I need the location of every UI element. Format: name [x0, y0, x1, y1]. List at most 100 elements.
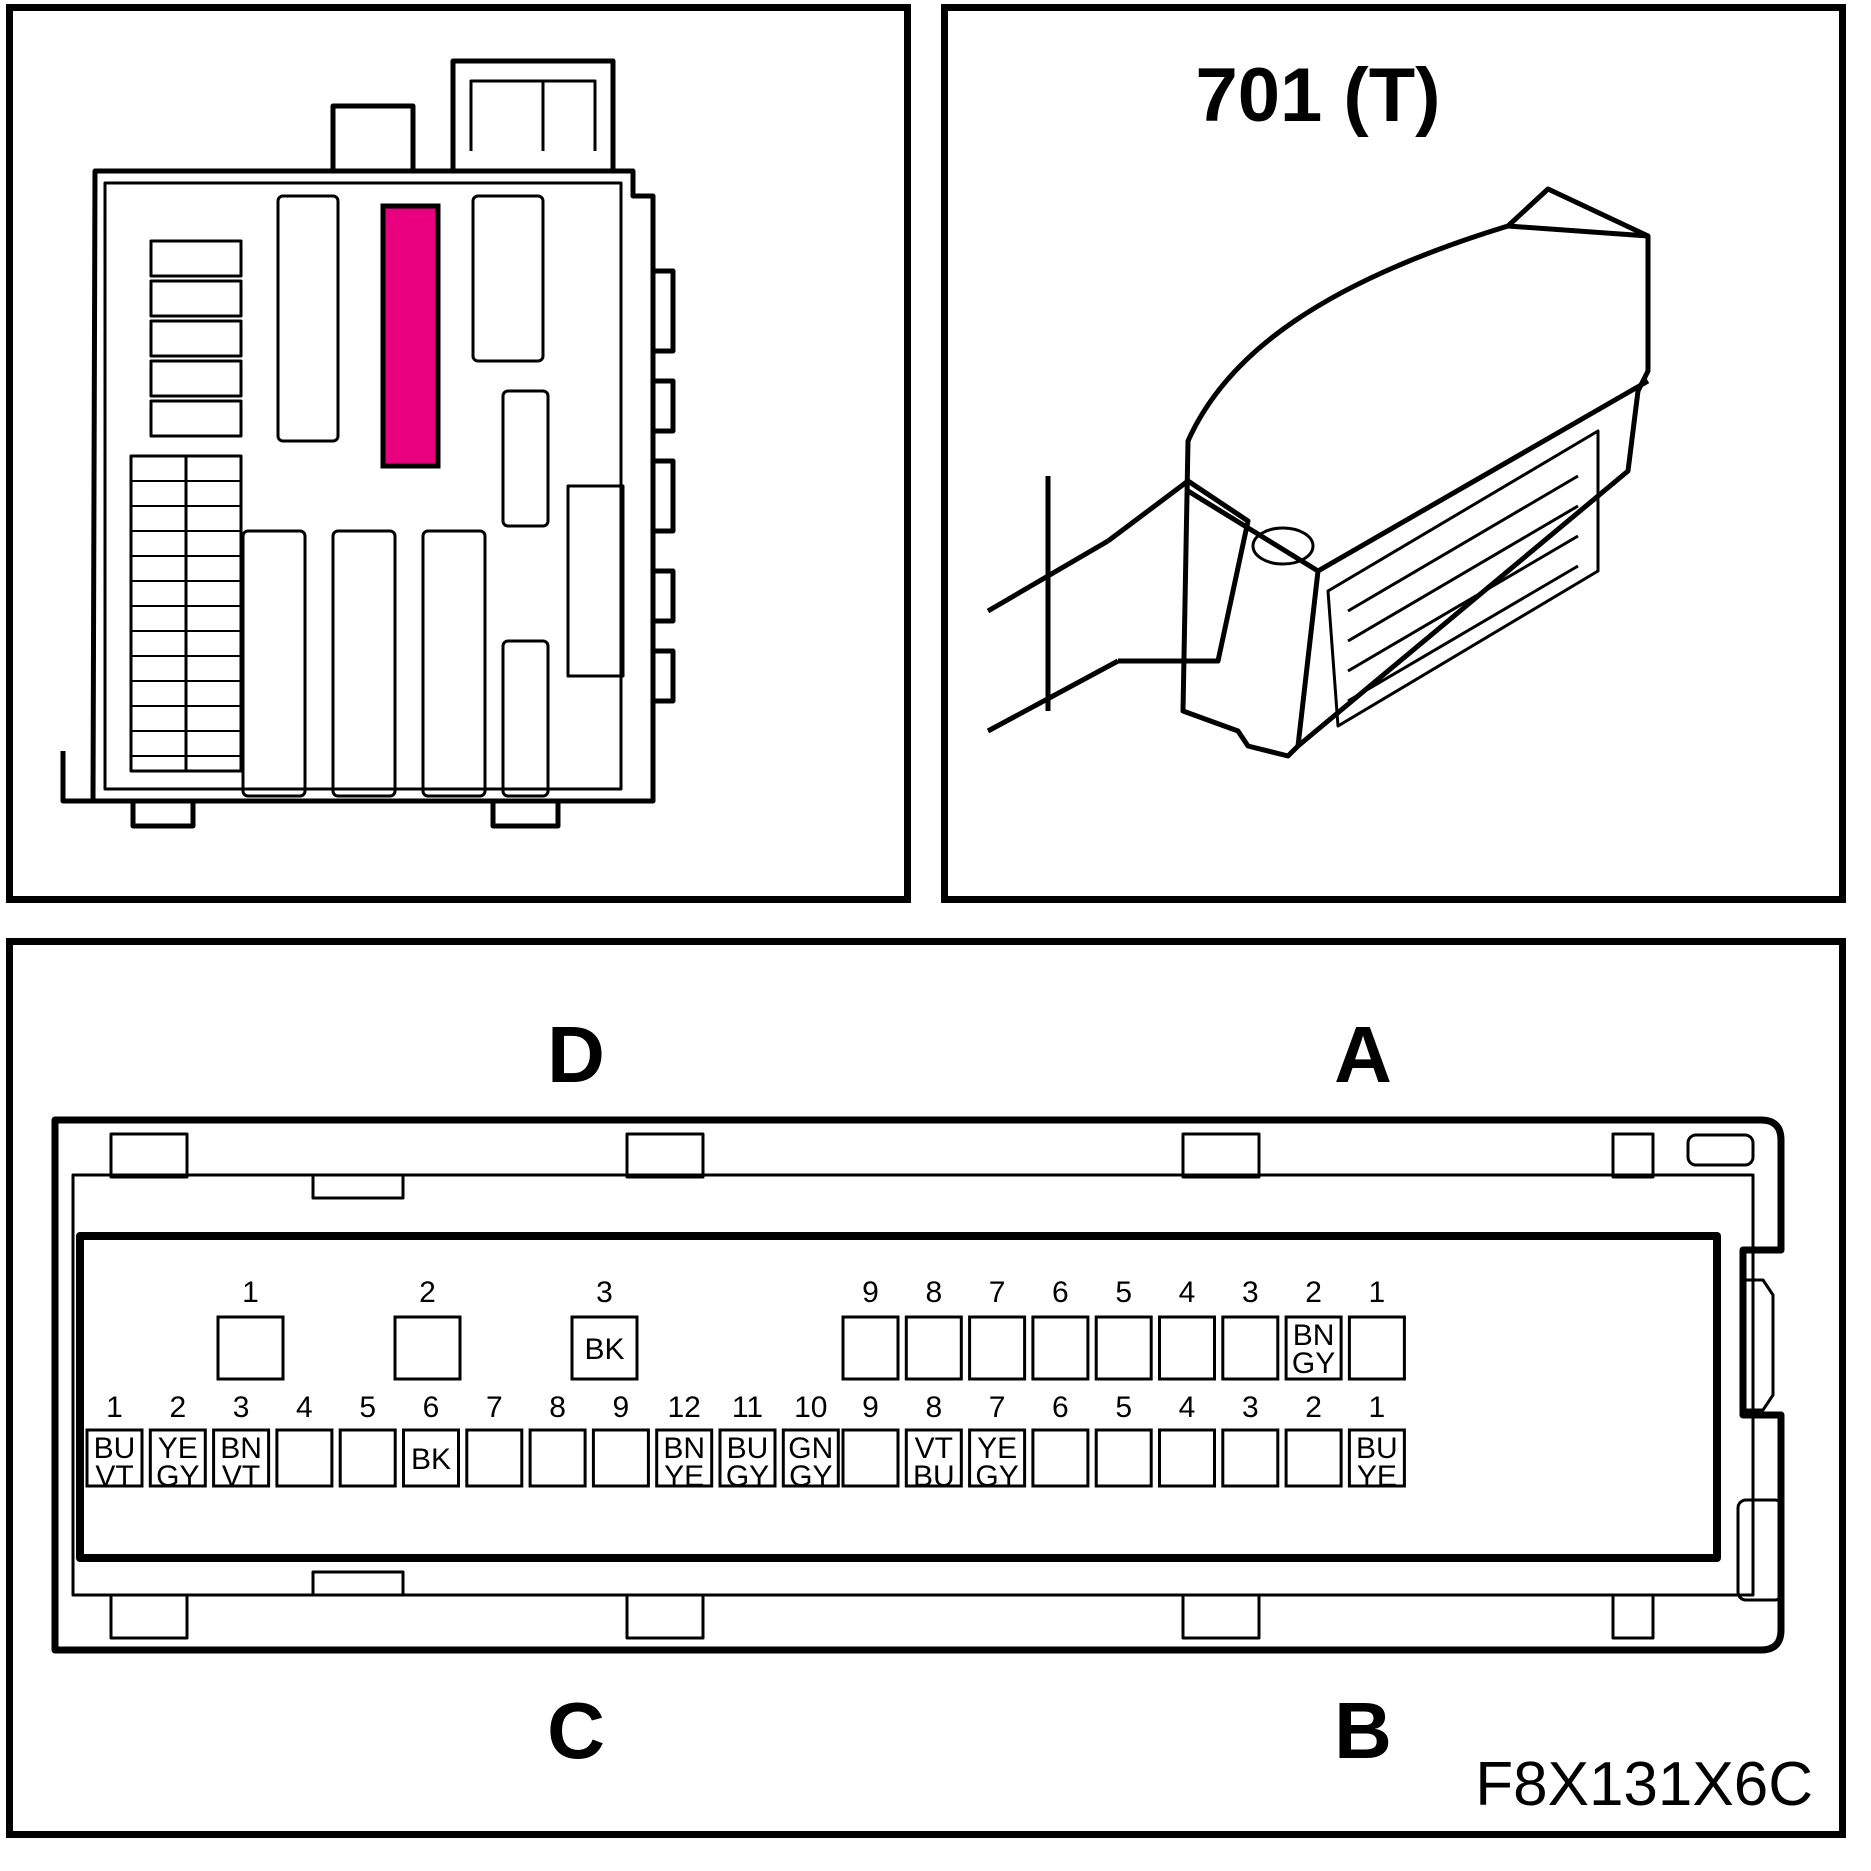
pin-c-11-wire-color-2: GY: [726, 1460, 769, 1493]
side-label-a: A: [1334, 1010, 1392, 1099]
pin-d-3-box: [570, 1315, 639, 1381]
pin-b-5-number: 5: [1115, 1391, 1132, 1424]
pin-c-2-box: [148, 1428, 207, 1488]
pin-c-8: 8: [528, 1391, 587, 1488]
connector-view-panel: 701 (T): [941, 4, 1846, 903]
pin-b-1-number: 1: [1369, 1391, 1386, 1424]
pin-a-8-number: 8: [925, 1276, 942, 1309]
pin-c-10-number: 10: [794, 1391, 827, 1424]
pin-c-6: 6BK: [402, 1391, 460, 1488]
pin-b-8-box: [904, 1428, 963, 1488]
top-tab-right: [450, 58, 616, 171]
fusebox-locator-panel: [6, 4, 911, 903]
pin-a-9-box: [841, 1315, 900, 1381]
pin-c-9-box: [591, 1428, 650, 1488]
pin-c-7-number: 7: [486, 1391, 503, 1424]
pin-a-2-wire-color-2: GY: [1292, 1347, 1335, 1380]
pin-b-7-wire-color-1: YE: [977, 1432, 1017, 1465]
pin-b-6-number: 6: [1052, 1391, 1069, 1424]
pin-a-7-box: [968, 1315, 1027, 1381]
pin-b-8-wire-color-1: VT: [915, 1432, 953, 1465]
pin-b-2-number: 2: [1305, 1391, 1322, 1424]
pin-c-6-wire-color: BK: [411, 1443, 451, 1476]
pin-d-1-box: [216, 1315, 285, 1381]
pin-d-2: 2: [393, 1276, 462, 1381]
pin-b-9: 9: [841, 1391, 900, 1488]
pin-b-4-box: [1158, 1428, 1216, 1488]
pin-b-8-number: 8: [925, 1391, 942, 1424]
pin-b-2-box: [1284, 1428, 1343, 1488]
pin-a-1: 1: [1347, 1276, 1406, 1381]
pin-c-3-wire-color-2: VT: [222, 1460, 260, 1493]
pin-c-4-number: 4: [296, 1391, 313, 1424]
pin-a-5-number: 5: [1115, 1276, 1132, 1309]
pin-c-6-number: 6: [423, 1391, 440, 1424]
pin-c-12-box: [655, 1428, 714, 1488]
pin-c-5: 5: [338, 1391, 397, 1488]
pin-c-5-number: 5: [359, 1391, 376, 1424]
pin-a-3: 3: [1221, 1276, 1280, 1381]
pin-b-3-box: [1221, 1428, 1280, 1488]
pin-a-4-box: [1158, 1315, 1216, 1381]
pin-b-1-wire-color-2: YE: [1357, 1460, 1397, 1493]
pin-a-6-box: [1031, 1315, 1090, 1381]
pin-a-4: 4: [1158, 1276, 1216, 1381]
figure-id: F8X131X6C: [1475, 1750, 1813, 1819]
pin-a-7: 7: [968, 1276, 1027, 1381]
pin-d-3-number: 3: [596, 1276, 613, 1309]
pin-d-3-wire-color: BK: [584, 1333, 624, 1366]
connector-title: 701 (T): [1196, 53, 1441, 138]
pin-a-9: 9: [841, 1276, 900, 1381]
pin-a-8: 8: [904, 1276, 963, 1381]
pin-a-8-box: [904, 1315, 963, 1381]
pin-b-7-number: 7: [989, 1391, 1006, 1424]
pin-d-1: 1: [216, 1276, 285, 1381]
highlighted-connector-location: [380, 203, 441, 469]
pin-c-9: 9: [591, 1391, 650, 1488]
pin-c-3-number: 3: [233, 1391, 250, 1424]
pin-c-3-wire-color-1: BN: [220, 1432, 262, 1465]
pin-c-12-number: 12: [668, 1391, 701, 1424]
pin-a-2-box: [1284, 1315, 1343, 1381]
pin-a-9-number: 9: [862, 1276, 879, 1309]
connector-body-outline: [986, 186, 1651, 759]
pin-c-10-box: [781, 1428, 840, 1488]
pin-a-5-box: [1094, 1315, 1153, 1381]
pin-c-11-box: [718, 1428, 777, 1488]
pin-a-3-box: [1221, 1315, 1280, 1381]
side-label-d: D: [547, 1010, 605, 1099]
pin-a-3-number: 3: [1242, 1276, 1259, 1309]
pin-c-1-wire-color-1: BU: [94, 1432, 136, 1465]
pin-d-2-box: [393, 1315, 462, 1381]
pin-d-1-number: 1: [242, 1276, 259, 1309]
pin-b-2: 2: [1284, 1391, 1343, 1488]
pin-b-3: 3: [1221, 1391, 1280, 1488]
pin-b-9-number: 9: [862, 1391, 879, 1424]
pin-a-2-wire-color-1: BN: [1293, 1319, 1335, 1352]
pin-c-7: 7: [465, 1391, 524, 1488]
pin-a-1-box: [1347, 1315, 1406, 1381]
pin-c-8-box: [528, 1428, 587, 1488]
pin-c-10-wire-color-2: GY: [789, 1460, 832, 1493]
pin-a-5: 5: [1094, 1276, 1153, 1381]
pin-c-2-number: 2: [169, 1391, 186, 1424]
pin-c-1-number: 1: [106, 1391, 123, 1424]
pin-a-7-number: 7: [989, 1276, 1006, 1309]
pin-d-2-number: 2: [419, 1276, 436, 1309]
pin-b-6: 6: [1031, 1391, 1090, 1488]
pin-c-2-wire-color-1: YE: [158, 1432, 198, 1465]
pin-b-4-number: 4: [1179, 1391, 1196, 1424]
pin-c-2-wire-color-2: GY: [156, 1460, 199, 1493]
pin-a-6: 6: [1031, 1276, 1090, 1381]
connector-perspective-drawing: 701 (T): [986, 53, 1651, 759]
